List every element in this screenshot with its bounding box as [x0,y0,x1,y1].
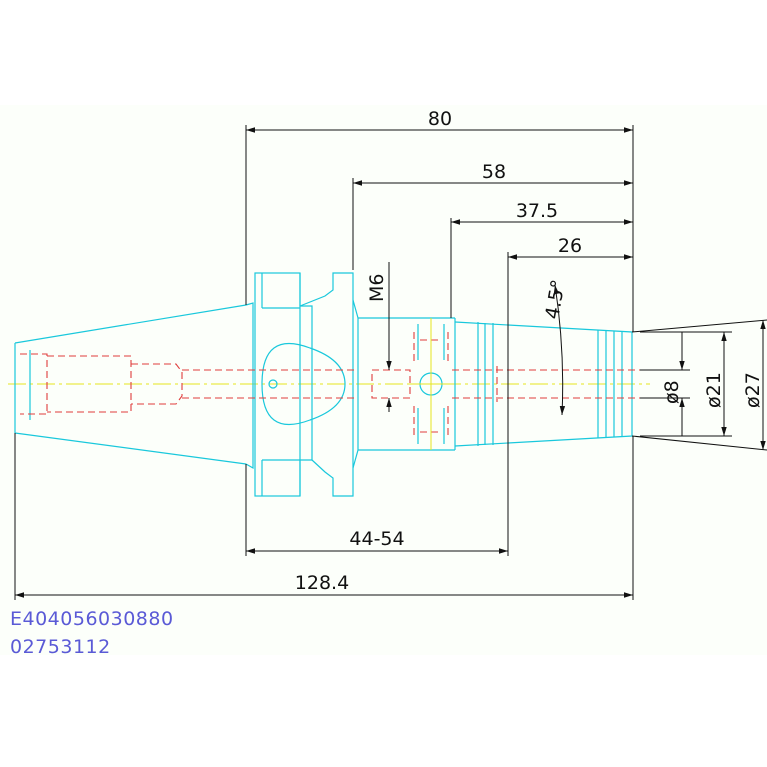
hidden-lines [20,332,640,436]
dim-128-4: 128.4 [295,572,349,594]
part-code: E404056030880 [10,608,174,630]
dim-thread-m6: M6 [366,274,388,302]
dimension-lines [14,125,767,600]
dim-dia-21: ø21 [703,372,725,408]
tool-holder-outline [14,272,633,497]
drawing-sheet [0,105,767,655]
dim-angle: 4.5° [541,278,570,321]
dim-44-54: 44-54 [349,528,404,550]
dim-80: 80 [428,108,452,130]
part-number: 02753112 [10,636,111,658]
dim-58: 58 [482,161,506,183]
dim-dia-8: ø8 [661,380,683,404]
hole-center-marks [410,318,452,450]
dim-37-5: 37.5 [516,200,558,222]
dim-dia-27: ø27 [742,372,764,408]
dim-26: 26 [558,235,582,257]
